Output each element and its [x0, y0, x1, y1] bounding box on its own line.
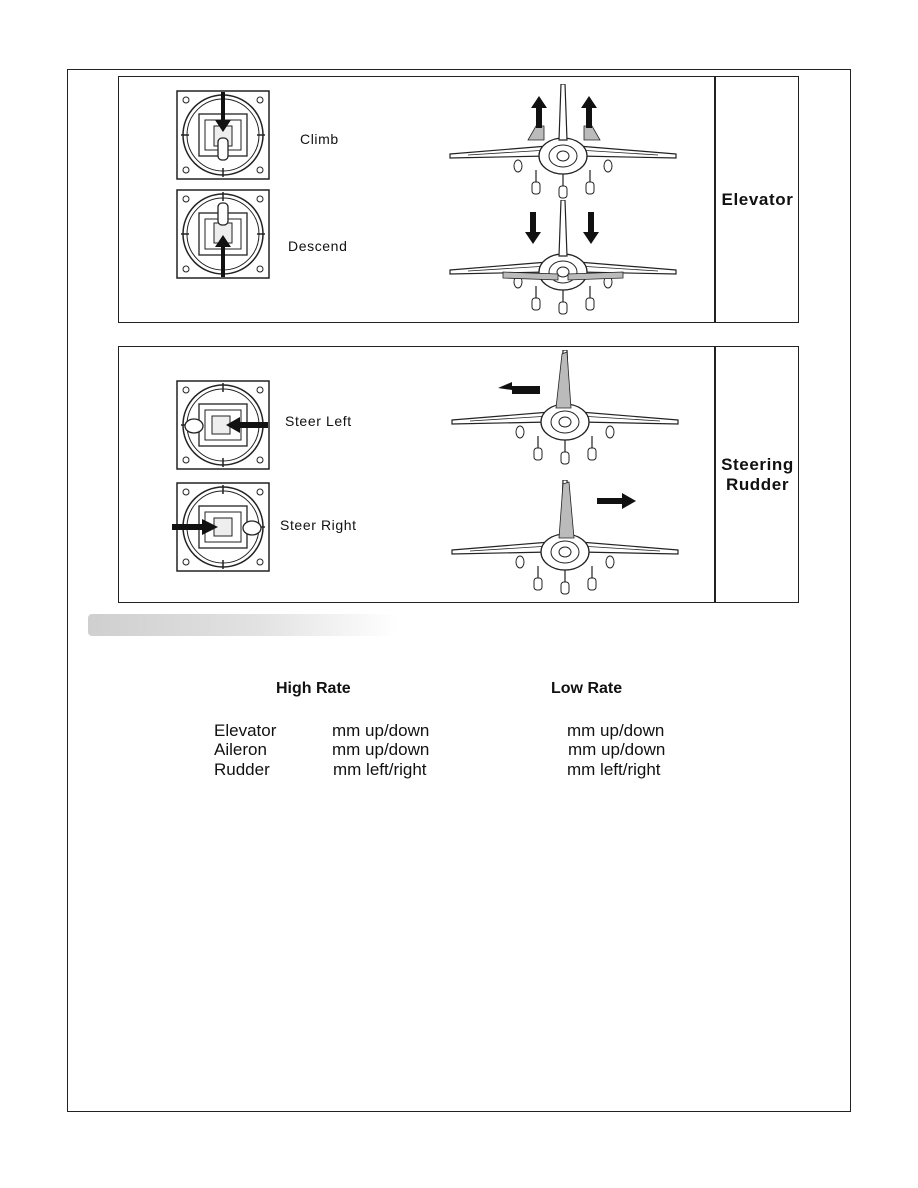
rudder-label: Steering Rudder — [721, 454, 794, 494]
rate-row-low: mm left/right — [567, 760, 661, 779]
jet-descend-diagram — [449, 200, 677, 315]
steer-left-caption: Steer Left — [285, 413, 352, 429]
jet-steer-left-diagram — [451, 350, 679, 465]
rate-row-name: Aileron — [214, 740, 267, 759]
up-arrow-icon — [531, 96, 547, 128]
up-arrow-icon — [581, 96, 597, 128]
elevator-label: Elevator — [721, 189, 794, 209]
page-frame — [67, 69, 851, 1112]
descend-stick-icon — [176, 189, 270, 279]
rate-row-low: mm up/down — [568, 740, 666, 759]
jet-climb-diagram — [449, 84, 677, 199]
climb-stick-icon — [176, 90, 270, 180]
down-arrow-icon — [525, 212, 541, 244]
rate-row-name: Rudder — [214, 760, 270, 779]
rate-row-high: mm up/down — [332, 740, 430, 759]
rate-row-high: mm left/right — [333, 760, 427, 779]
high-rate-header: High Rate — [276, 680, 351, 697]
climb-caption: Climb — [300, 131, 339, 147]
steer-right-caption: Steer Right — [280, 517, 357, 533]
steer-left-stick-icon — [176, 380, 270, 470]
rate-row-high: mm up/down — [332, 721, 430, 740]
right-arrow-icon — [597, 493, 636, 509]
down-arrow-icon — [583, 212, 599, 244]
rate-row-low: mm up/down — [567, 721, 665, 740]
elevator-section — [118, 76, 799, 323]
elevator-label-cell: Elevator — [714, 76, 799, 323]
steer-right-stick-icon — [172, 482, 270, 572]
descend-caption: Descend — [288, 238, 348, 254]
jet-steer-right-diagram — [451, 480, 679, 595]
section-banner — [88, 614, 398, 636]
rate-row-name: Elevator — [214, 721, 277, 740]
rudder-label-cell: Steering Rudder — [714, 346, 799, 603]
rudder-section — [118, 346, 799, 603]
left-arrow-icon — [498, 382, 540, 394]
low-rate-header: Low Rate — [551, 680, 623, 697]
